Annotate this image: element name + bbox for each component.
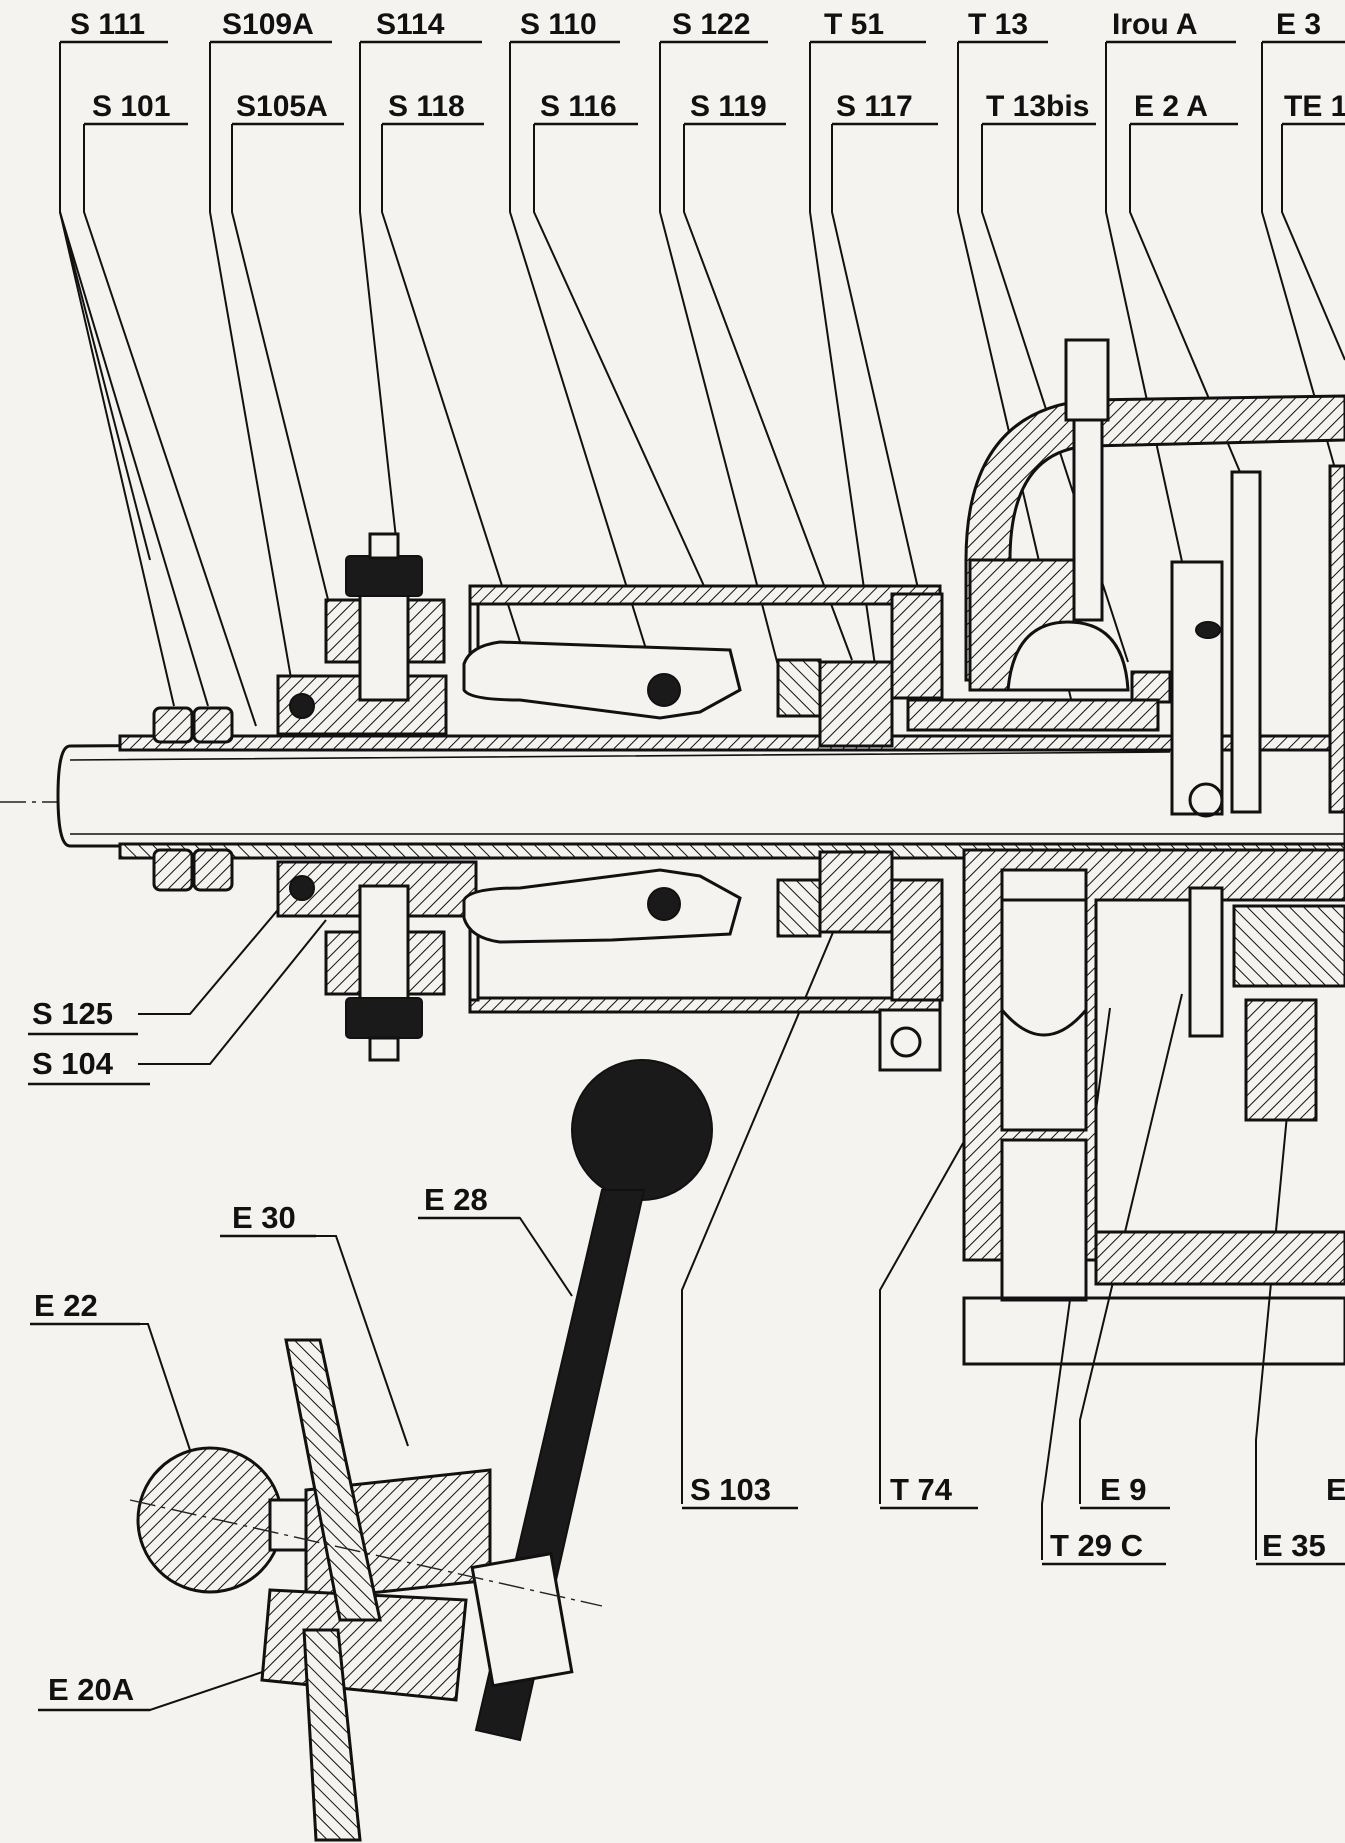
label-e30: E 30: [232, 1200, 296, 1235]
gearbox-casting: [906, 338, 1345, 1366]
label-e2a: E 2 A: [1134, 90, 1208, 123]
label-s111: S 111: [70, 8, 145, 41]
lever-detail: [129, 1059, 713, 1842]
label-t13bis: T 13bis: [986, 90, 1089, 123]
lock-nuts: [152, 706, 234, 892]
label-s109a: S109A: [222, 8, 314, 41]
label-t51: T 51: [824, 8, 884, 41]
leader-lines: [38, 42, 1345, 1711]
label-s119: S 119: [690, 90, 767, 123]
label-s122: S 122: [672, 8, 750, 41]
label-t13: T 13: [968, 8, 1028, 41]
label-e35: E 35: [1262, 1528, 1326, 1563]
labels-top: S 111 S109A S114 S 110 S 122 T 51 T 13 I…: [60, 8, 1345, 126]
label-t74: T 74: [890, 1472, 953, 1507]
label-s125: S 125: [32, 996, 113, 1031]
label-t29c: T 29 C: [1050, 1528, 1143, 1563]
label-s114: S114: [376, 8, 445, 41]
label-trou-a: Irou A: [1112, 8, 1198, 41]
labels-bottom: S 125 S 104 S 103 T 74 E 9 T 29 C E 35 E…: [28, 996, 1345, 1712]
label-s103: S 103: [690, 1472, 771, 1507]
label-e3: E 3: [1276, 8, 1321, 41]
label-e22: E 22: [34, 1288, 98, 1323]
collar-assembly: [276, 532, 478, 1062]
label-e-cut: E: [1326, 1472, 1345, 1507]
label-e20a: E 20A: [48, 1672, 134, 1707]
label-s118: S 118: [388, 90, 465, 123]
label-s110: S 110: [520, 8, 597, 41]
label-s101: S 101: [92, 90, 170, 123]
label-s116: S 116: [540, 90, 617, 123]
label-s104: S 104: [32, 1046, 114, 1081]
label-e28: E 28: [424, 1182, 488, 1217]
label-e9: E 9: [1100, 1472, 1147, 1507]
sleeve-housing: [462, 584, 944, 1072]
main-shaft: [0, 734, 1345, 860]
label-te: TE 1: [1284, 90, 1345, 123]
label-s117: S 117: [836, 90, 913, 123]
label-s105a: S105A: [236, 90, 328, 123]
